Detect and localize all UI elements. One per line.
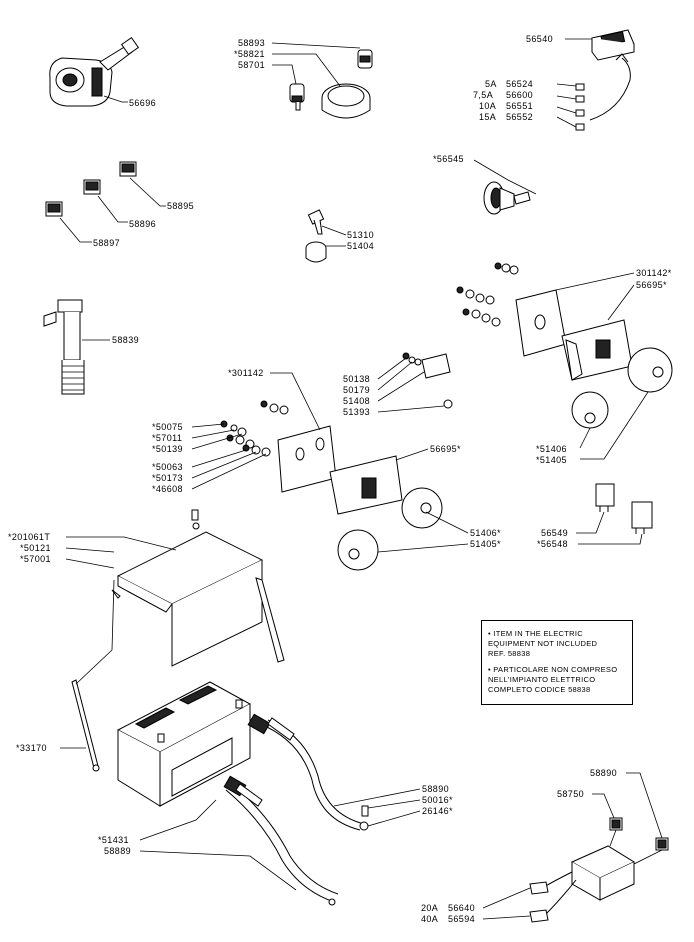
label-58893: 58893 — [238, 38, 265, 48]
note-italian: • PARTICOLARE NON COMPRESO NELL'IMPIANTO… — [488, 665, 618, 694]
switches-group — [45, 161, 166, 243]
label-51405-right: *51405 — [536, 455, 567, 465]
note-english: • ITEM IN THE ELECTRIC EQUIPMENT NOT INC… — [488, 629, 598, 658]
label-50138: 50138 — [343, 374, 370, 384]
label-56548: *56548 — [537, 539, 568, 549]
rod-33170 — [71, 579, 115, 772]
label-301142-left: *301142 — [228, 368, 264, 378]
label-56545: *56545 — [433, 154, 464, 164]
label-58839: 58839 — [112, 335, 139, 345]
left-light-assembly — [220, 352, 453, 571]
fuses-group — [556, 53, 631, 131]
label-40a: 40A — [421, 914, 438, 924]
ignition-switch — [305, 209, 327, 263]
label-56594: 56594 — [448, 914, 475, 924]
right-light-assembly — [456, 262, 673, 429]
label-51406-right: *51406 — [536, 444, 567, 454]
starter-relay-box — [529, 817, 669, 923]
label-301142-right: 301142* — [636, 268, 672, 278]
label-15a: 15A — [479, 112, 496, 122]
battery-cover-201061t — [111, 509, 285, 667]
label-57011: *57011 — [152, 433, 182, 443]
label-51405-mid: 51405* — [470, 539, 501, 549]
fuse-box-56540 — [591, 29, 635, 61]
label-58890-a: 58890 — [422, 784, 449, 794]
label-57001: *57001 — [20, 554, 51, 564]
horn-56545 — [483, 181, 531, 215]
right-bolts — [456, 262, 519, 327]
label-56552: 56552 — [506, 112, 533, 122]
fuel-sender-58839 — [43, 299, 85, 395]
label-33170: *33170 — [16, 743, 47, 753]
note-box: • ITEM IN THE ELECTRIC EQUIPMENT NOT INC… — [481, 620, 633, 705]
label-58897: 58897 — [93, 238, 120, 248]
label-201061t: *201061T — [8, 532, 50, 542]
label-20a: 20A — [421, 903, 438, 913]
label-58890-b: 58890 — [590, 768, 617, 778]
label-50173: *50173 — [152, 473, 183, 483]
label-56695-mid: 56695* — [430, 444, 461, 454]
label-56524: 56524 — [506, 79, 533, 89]
battery-cables — [223, 713, 369, 906]
label-50075: *50075 — [152, 422, 183, 432]
left-bolts — [220, 352, 422, 457]
label-56695-right: 56695* — [636, 280, 667, 290]
gauge-assembly — [289, 49, 373, 119]
label-56600: 56600 — [506, 90, 533, 100]
label-50121: *50121 — [20, 543, 51, 553]
label-51310: 51310 — [347, 230, 374, 240]
label-51408: 51408 — [343, 396, 370, 406]
label-58896: 58896 — [129, 219, 156, 229]
socket-part-56696 — [49, 36, 140, 107]
label-58701: 58701 — [238, 60, 265, 70]
label-58889: 58889 — [104, 846, 131, 856]
label-51393: 51393 — [343, 407, 370, 417]
label-5a: 5A — [485, 79, 497, 89]
label-50016: 50016* — [422, 795, 453, 805]
label-51404: 51404 — [347, 241, 374, 251]
label-56640: 56640 — [448, 903, 475, 913]
label-46608: *46608 — [152, 484, 183, 494]
label-58895: 58895 — [167, 201, 194, 211]
label-51431: *51431 — [98, 835, 129, 845]
label-50063: *50063 — [152, 462, 183, 472]
battery-51431 — [116, 681, 252, 807]
label-58750: 58750 — [557, 789, 584, 799]
label-7-5a: 7,5A — [473, 90, 493, 100]
label-10a: 10A — [479, 101, 496, 111]
label-58821: *58821 — [234, 49, 265, 59]
label-26146: 26146* — [422, 806, 453, 816]
label-56540: 56540 — [526, 34, 553, 44]
label-50139: *50139 — [152, 444, 183, 454]
relays-56549-56548 — [595, 483, 653, 534]
label-56549: 56549 — [541, 528, 568, 538]
label-56551: 56551 — [506, 101, 533, 111]
label-50179: 50179 — [343, 385, 370, 395]
label-56696: 56696 — [129, 98, 156, 108]
label-51406-mid: 51406* — [470, 528, 501, 538]
